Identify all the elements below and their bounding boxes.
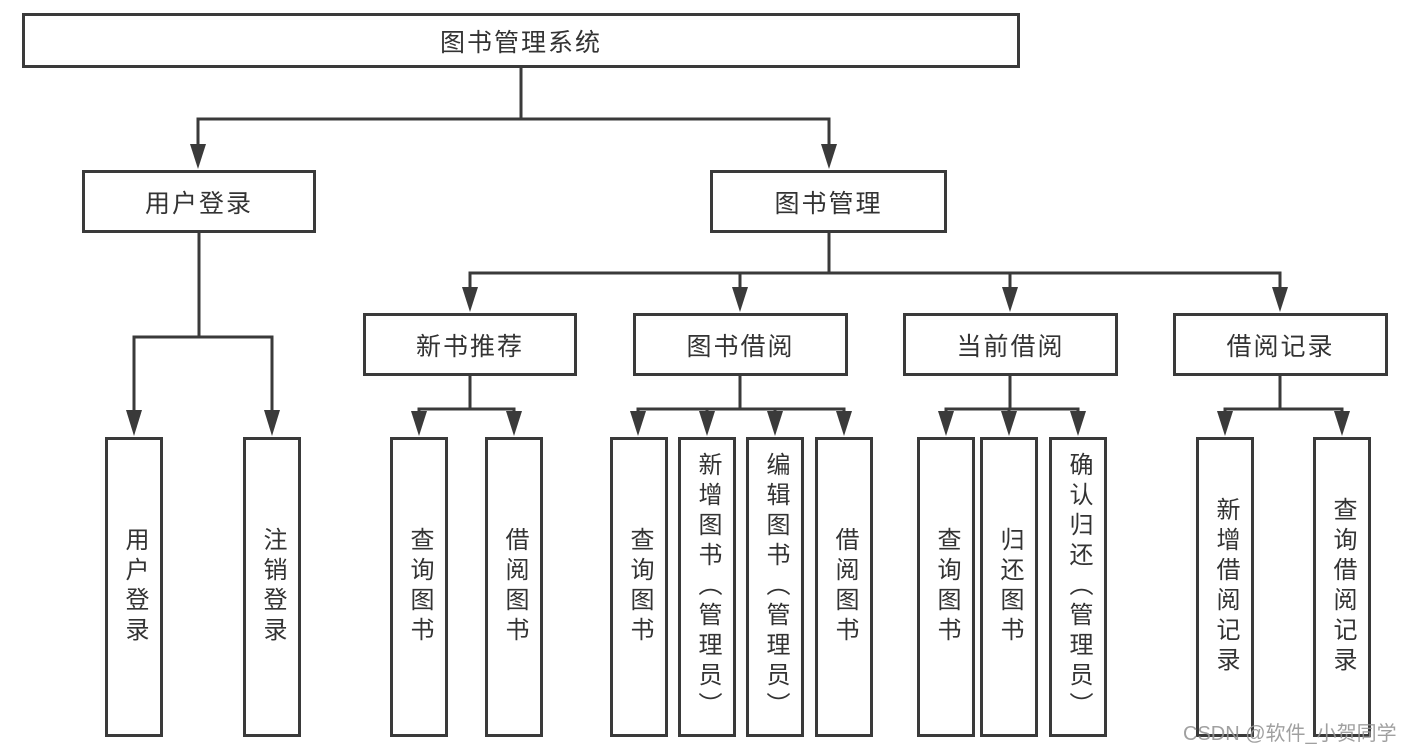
leaf-query-borrow-record: 查询借阅记录 — [1313, 437, 1371, 737]
leaf-logout: 注销登录 — [243, 437, 301, 737]
leaf-user-login: 用户登录 — [105, 437, 163, 737]
node-label: 图书管理系统 — [439, 28, 602, 57]
node-borrowing-records: 借阅记录 — [1173, 313, 1388, 376]
node-current-borrowing: 当前借阅 — [903, 313, 1118, 376]
node-label: 查询图书 — [626, 527, 653, 647]
node-label: 新增借阅记录 — [1212, 497, 1239, 677]
node-user-login: 用户登录 — [82, 170, 316, 233]
node-label: 用户登录 — [144, 189, 253, 218]
node-label: 借阅图书 — [501, 527, 528, 647]
node-new-book-recommend: 新书推荐 — [363, 313, 577, 376]
leaf-query-books-recommend: 查询图书 — [390, 437, 448, 737]
node-label: 新增图书（管理员） — [694, 452, 721, 722]
node-label: 查询图书 — [933, 527, 960, 647]
leaf-edit-books-admin: 编辑图书（管理员） — [746, 437, 804, 737]
csdn-watermark: CSDN @软件_小贺同学 — [1183, 723, 1397, 745]
node-label: 查询图书 — [406, 527, 433, 647]
node-label: 确认归还（管理员） — [1065, 452, 1092, 722]
node-label: 查询借阅记录 — [1329, 497, 1356, 677]
node-label: 用户登录 — [121, 527, 148, 647]
leaf-query-books-current: 查询图书 — [917, 437, 975, 737]
leaf-return-books: 归还图书 — [980, 437, 1038, 737]
leaf-confirm-return-admin: 确认归还（管理员） — [1049, 437, 1107, 737]
node-label: 当前借阅 — [956, 332, 1065, 361]
node-label: 借阅记录 — [1226, 332, 1335, 361]
node-label: 归还图书 — [996, 527, 1023, 647]
node-label: 注销登录 — [259, 527, 286, 647]
node-label: 借阅图书 — [831, 527, 858, 647]
node-label: 新书推荐 — [415, 332, 524, 361]
node-label: 图书借阅 — [686, 332, 795, 361]
leaf-borrow-books-recommend: 借阅图书 — [485, 437, 543, 737]
node-label: 编辑图书（管理员） — [762, 452, 789, 722]
node-book-borrowing: 图书借阅 — [633, 313, 848, 376]
node-library-system: 图书管理系统 — [22, 13, 1020, 68]
leaf-add-borrow-record: 新增借阅记录 — [1196, 437, 1254, 737]
node-label: 图书管理 — [774, 189, 883, 218]
leaf-borrow-books-borrowing: 借阅图书 — [815, 437, 873, 737]
node-book-management: 图书管理 — [710, 170, 947, 233]
leaf-query-books-borrowing: 查询图书 — [610, 437, 668, 737]
leaf-add-books-admin: 新增图书（管理员） — [678, 437, 736, 737]
